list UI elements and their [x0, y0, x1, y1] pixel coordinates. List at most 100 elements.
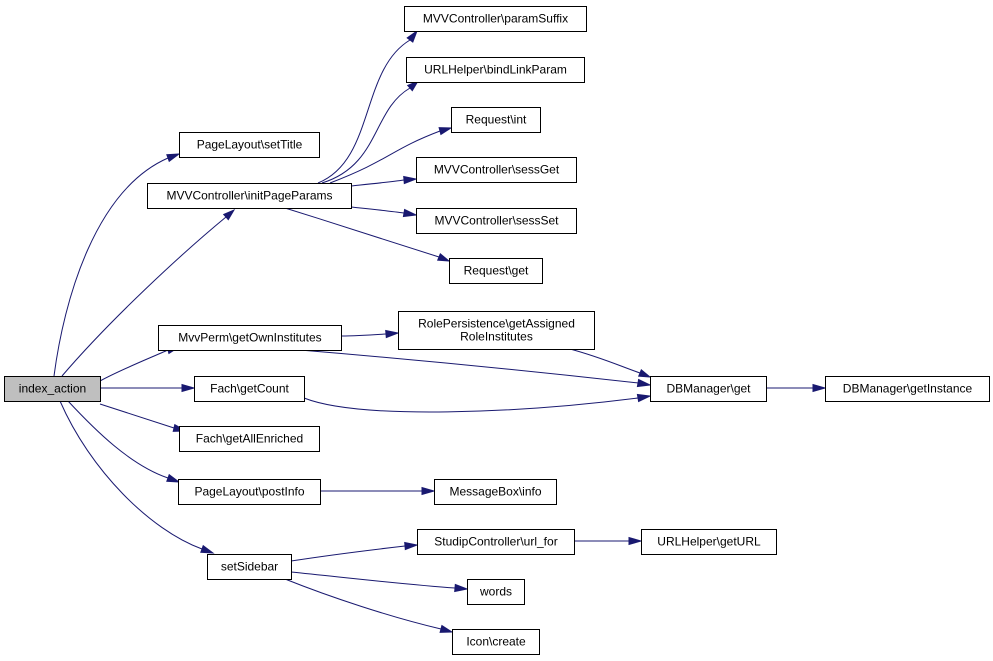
node-label: DBManager\get: [666, 382, 751, 396]
node-box: [449, 258, 543, 284]
edge-index_action-to-pagelayout_postinfo: [67, 400, 181, 483]
node-box: [404, 6, 587, 32]
node-label: RolePersistence\getAssigned: [418, 317, 575, 331]
node-box: [416, 157, 577, 183]
edge-mvv_initpageparams-to-mvv_sessset: [350, 206, 418, 218]
node-label: MVVController\sessSet: [434, 214, 559, 228]
edge-mvv_initpageparams-to-mvv_sessget: [350, 175, 418, 187]
node-pagelayout-settitle[interactable]: PageLayout\setTitle: [179, 132, 320, 158]
node-box: [417, 529, 575, 555]
edge-index_action-to-mvv_initpageparams: [61, 208, 236, 377]
node-box: [467, 579, 525, 605]
node-label: MVVController\sessGet: [434, 163, 560, 177]
node-icon-create[interactable]: Icon\create: [452, 629, 540, 655]
node-label: MVVController\initPageParams: [166, 189, 332, 203]
edge-line: [53, 157, 169, 377]
edge-mvv_initpageparams-to-request_int: [329, 127, 453, 184]
node-label: RoleInstitutes: [460, 330, 533, 344]
edge-line: [99, 403, 175, 429]
edge-line: [61, 216, 227, 377]
node-label: Icon\create: [466, 635, 526, 649]
arrowhead: [406, 79, 420, 92]
node-studipcontroller-url-for[interactable]: StudipController\url_for: [417, 529, 575, 555]
node-box: [194, 376, 305, 402]
edge-line: [350, 179, 405, 187]
arrowhead: [439, 624, 454, 633]
edge-mvvperm_getowninstitutes-to-dbmanager_get: [299, 349, 652, 388]
node-label: PageLayout\postInfo: [194, 485, 304, 499]
node-pagelayout-postinfo[interactable]: PageLayout\postInfo: [178, 479, 321, 505]
node-mvv-sessget[interactable]: MVVController\sessGet: [416, 157, 577, 183]
edge-dbmanager_get-to-dbmanager_getinstance: [765, 383, 827, 393]
edge-line: [329, 130, 441, 184]
arrowhead: [438, 127, 453, 136]
arrowhead: [385, 329, 400, 339]
node-fach-getcount[interactable]: Fach\getCount: [194, 376, 305, 402]
node-box: [416, 208, 577, 234]
edge-mvv_initpageparams-to-mvv_paramsuffix: [317, 29, 419, 184]
edge-mvv_initpageparams-to-urlhelper_bindlinkparam: [321, 79, 420, 184]
edge-line: [284, 578, 442, 630]
node-mvv-sessset[interactable]: MVVController\sessSet: [416, 208, 577, 234]
node-label: Fach\getAllEnriched: [196, 432, 303, 446]
node-label: Fach\getCount: [210, 382, 289, 396]
node-box: [4, 376, 101, 402]
node-label: Request\int: [466, 113, 527, 127]
node-label: MVVController\paramSuffix: [423, 12, 568, 26]
edge-rolepersistence_getassigned-to-dbmanager_get: [569, 348, 652, 378]
node-box: [398, 311, 595, 350]
node-urlhelper-geturl[interactable]: URLHelper\getURL: [641, 529, 777, 555]
node-box: [452, 629, 540, 655]
node-index-action[interactable]: index_action: [4, 376, 101, 402]
edge-setsidebar-to-studipcontroller_url_for: [290, 541, 419, 562]
edge-line: [290, 571, 456, 589]
node-label: PageLayout\setTitle: [197, 138, 303, 152]
node-label: DBManager\getInstance: [843, 382, 973, 396]
node-box: [825, 376, 990, 402]
node-setsidebar[interactable]: setSidebar: [207, 554, 292, 580]
node-box: [179, 426, 320, 452]
node-box: [641, 529, 777, 555]
edge-pagelayout_postinfo-to-messagebox_info: [319, 486, 436, 496]
node-words[interactable]: words: [467, 579, 525, 605]
edge-line: [569, 348, 641, 374]
arrowhead: [166, 473, 181, 483]
node-dbmanager-getinstance[interactable]: DBManager\getInstance: [825, 376, 990, 402]
arrowhead: [200, 544, 215, 554]
node-label: setSidebar: [221, 560, 278, 574]
node-fach-getallenriched[interactable]: Fach\getAllEnriched: [179, 426, 320, 452]
arrowhead: [812, 383, 827, 393]
node-urlhelper-bindlinkparam[interactable]: URLHelper\bindLinkParam: [406, 57, 585, 83]
node-label: index_action: [19, 382, 86, 396]
arrowhead: [636, 393, 652, 403]
node-box: [434, 479, 557, 505]
arrowhead: [404, 541, 419, 551]
node-label: Request\get: [464, 264, 529, 278]
node-request-get[interactable]: Request\get: [449, 258, 543, 284]
node-rolepersistence-getassigned[interactable]: RolePersistence\getAssignedRoleInstitute…: [398, 311, 595, 350]
edge-mvv_initpageparams-to-request_get: [284, 207, 451, 262]
node-box: [179, 132, 320, 158]
node-request-int[interactable]: Request\int: [451, 107, 541, 133]
node-mvvperm-getowninstitutes[interactable]: MvvPerm\getOwnInstitutes: [158, 325, 342, 351]
arrowhead: [636, 378, 652, 388]
edge-setsidebar-to-words: [290, 571, 469, 593]
node-messagebox-info[interactable]: MessageBox\info: [434, 479, 557, 505]
node-label: MessageBox\info: [449, 485, 541, 499]
node-mvv-paramsuffix[interactable]: MVVController\paramSuffix: [404, 6, 587, 32]
arrowhead: [403, 175, 418, 185]
edge-line: [299, 349, 639, 384]
edge-line: [350, 206, 405, 214]
node-mvv-initpageparams[interactable]: MVVController\initPageParams: [147, 183, 352, 209]
edge-line: [340, 333, 387, 337]
edge-line: [290, 545, 406, 562]
node-box: [207, 554, 292, 580]
nodes-layer: index_actionPageLayout\setTitleMVVContro…: [4, 6, 990, 655]
node-box: [650, 376, 767, 402]
node-box: [178, 479, 321, 505]
arrowhead: [406, 29, 419, 43]
node-dbmanager-get[interactable]: DBManager\get: [650, 376, 767, 402]
edge-index_action-to-setsidebar: [59, 400, 215, 554]
edge-mvvperm_getowninstitutes-to-rolepersistence_getassigned: [340, 329, 400, 339]
